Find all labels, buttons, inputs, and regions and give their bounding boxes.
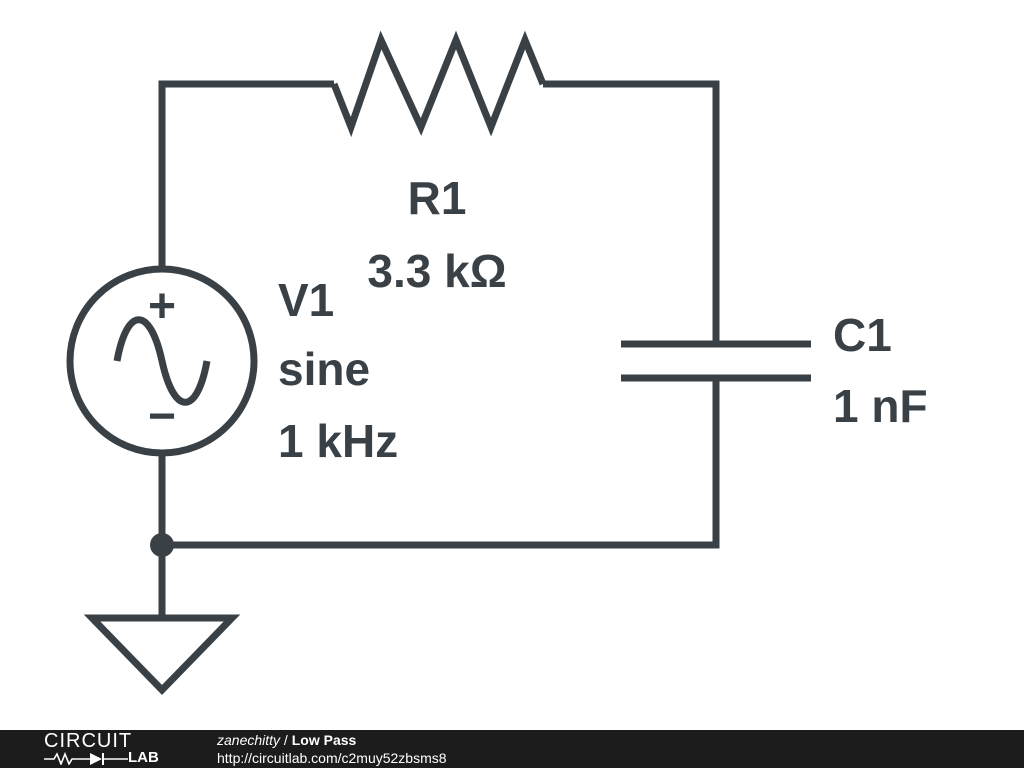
author-link[interactable]: zanechitty bbox=[217, 732, 281, 748]
footer-bar: CIRCUIT LAB zanechitty / Low Pass http:/… bbox=[0, 730, 1024, 768]
node-dot-icon bbox=[150, 533, 174, 557]
credit-block: zanechitty / Low Pass http://circuitlab.… bbox=[217, 731, 447, 767]
source-frequency-label: 1 kHz bbox=[278, 415, 398, 467]
circuit-url-link[interactable]: http://circuitlab.com/c2muy52zbsms8 bbox=[217, 750, 447, 766]
circuitlab-logo[interactable]: CIRCUIT LAB bbox=[44, 730, 174, 768]
source-type-label: sine bbox=[278, 343, 370, 395]
sine-source-icon bbox=[66, 265, 258, 457]
minus-sign: − bbox=[148, 390, 176, 443]
credit-line: zanechitty / Low Pass bbox=[217, 731, 447, 749]
zigzag-resistor-icon bbox=[330, 30, 547, 138]
logo-resistor-diode-icon bbox=[44, 751, 128, 765]
schematic-canvas: + − R1 3.3 kΩ V1 sine 1 kHz C1 1 nF bbox=[66, 30, 928, 696]
circuit-title-link[interactable]: Low Pass bbox=[291, 732, 357, 748]
capacitor-value-label: 1 nF bbox=[833, 380, 928, 432]
source-ref-label: V1 bbox=[278, 274, 334, 326]
resistor-value-label: 3.3 kΩ bbox=[367, 245, 506, 297]
ground-icon bbox=[83, 614, 241, 696]
capacitor-ref-label: C1 bbox=[833, 309, 892, 361]
wire-right-bottom bbox=[162, 379, 720, 549]
logo-text-lab: LAB bbox=[128, 749, 159, 766]
plus-sign: + bbox=[148, 280, 176, 333]
wire-top-left bbox=[158, 80, 334, 268]
credit-separator: / bbox=[280, 732, 292, 748]
resistor-ref-label: R1 bbox=[408, 172, 467, 224]
logo-text-circuit: CIRCUIT bbox=[44, 730, 133, 752]
wire-top-right bbox=[543, 80, 720, 342]
